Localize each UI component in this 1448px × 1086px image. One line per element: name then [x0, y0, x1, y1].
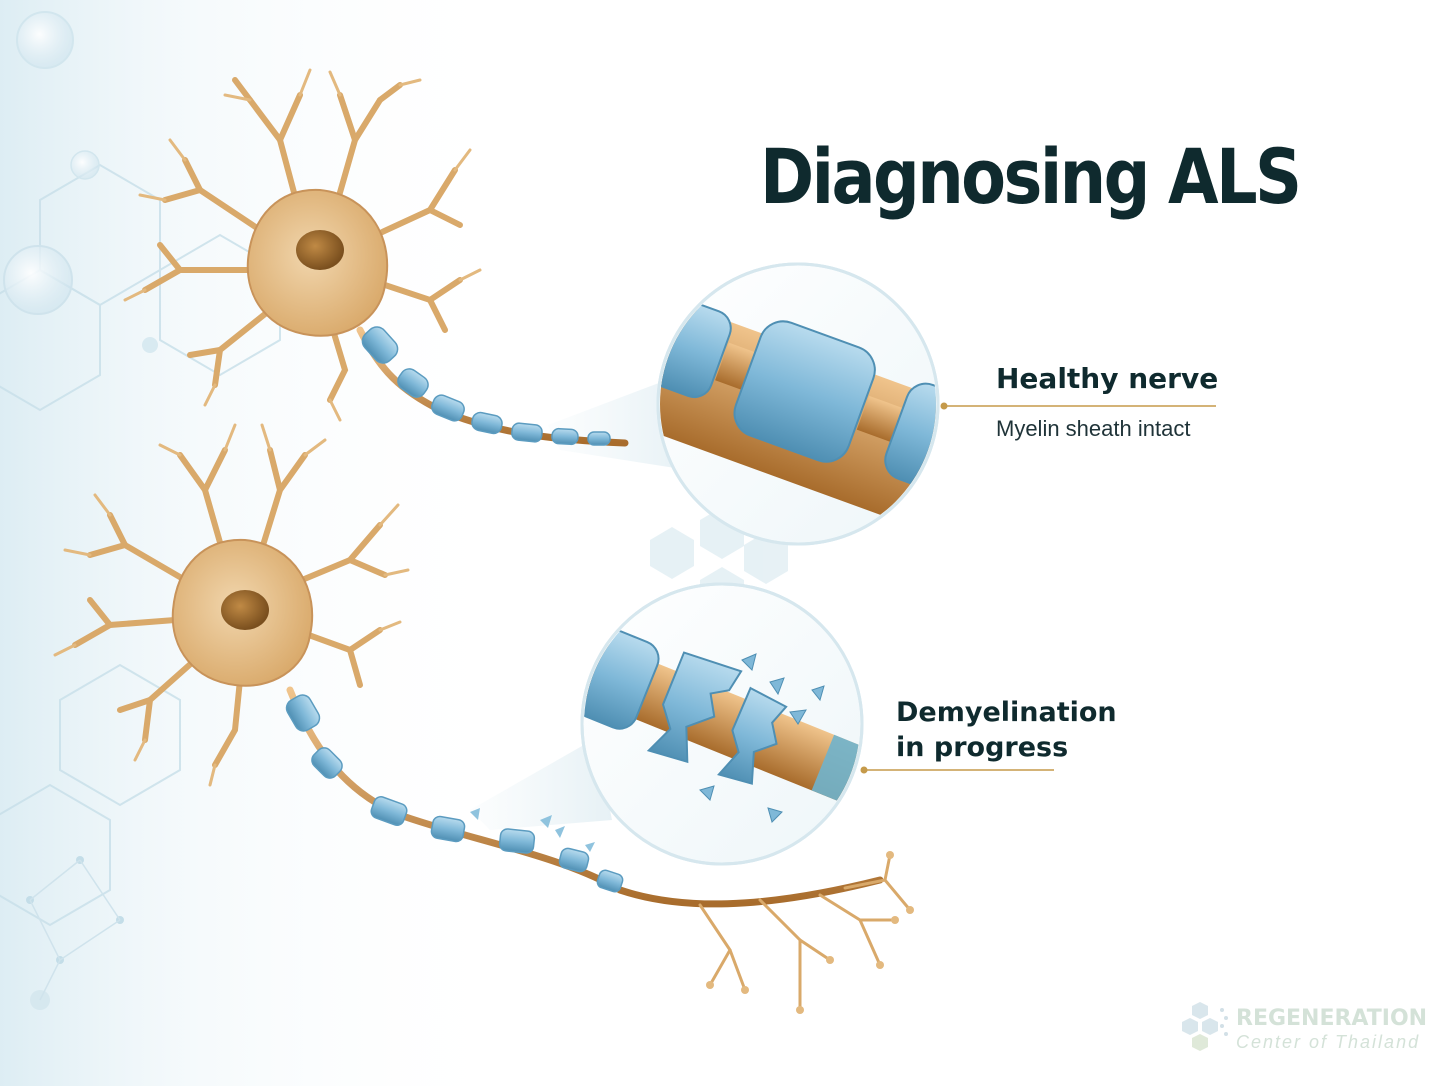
callout-line-demyelination	[860, 766, 1054, 774]
magnifier-cone-healthy	[548, 378, 688, 470]
demyelinating-neuron	[53, 423, 914, 1014]
regeneration-logo: REGENERATION Center of Thailand	[1180, 1000, 1427, 1060]
demyelination-label: Demyelination in progress	[896, 695, 1117, 765]
hexagon-logo-icon	[1182, 1002, 1228, 1051]
page-title: Diagnosing ALS	[760, 132, 1302, 221]
myelin-intact-label: Myelin sheath intact	[996, 416, 1191, 441]
healthy-magnifier	[656, 262, 940, 546]
logo-name: REGENERATION	[1236, 1006, 1428, 1031]
healthy-neuron	[123, 68, 629, 447]
logo-tagline: Center of Thailand	[1236, 1032, 1421, 1052]
magnifier-cone-demyelination	[470, 738, 612, 830]
callout-line-healthy	[940, 402, 1216, 410]
healthy-nerve-label: Healthy nerve	[996, 362, 1219, 395]
demyelination-magnifier	[580, 582, 864, 866]
demyelination-label-line1: Demyelination	[896, 697, 1117, 728]
demyelination-label-line2: in progress	[896, 732, 1069, 763]
